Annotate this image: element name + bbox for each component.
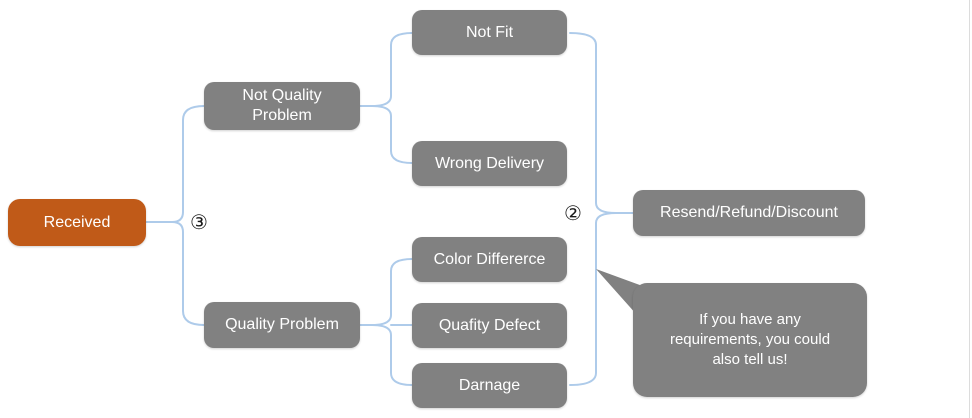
node-received: Received <box>8 199 146 246</box>
callout-label: If you have any requirements, you could … <box>669 310 831 369</box>
annotation-step-2: ② <box>561 201 585 225</box>
node-wrong-delivery-label: Wrong Delivery <box>434 154 545 172</box>
node-not-quality-problem-label: Not Quality Problem <box>242 87 322 124</box>
node-not-fit-label: Not Fit <box>465 23 514 41</box>
node-quality-problem: Quality Problem <box>204 302 360 348</box>
node-outcome-label: Resend/Refund/Discount <box>660 204 838 221</box>
node-not-fit: Not Fit <box>412 10 567 55</box>
node-damage: Darnage <box>412 363 567 408</box>
brace-received-children <box>171 105 205 326</box>
node-not-quality-problem: Not Quality Problem <box>204 82 360 130</box>
node-quality-defect-label: Quafity Defect <box>438 316 541 334</box>
node-wrong-delivery: Wrong Delivery <box>412 141 567 186</box>
node-color-difference-label: Color Differerce <box>433 250 546 268</box>
annotation-step-3: ③ <box>187 210 211 234</box>
node-received-label: Received <box>43 213 111 231</box>
node-quality-defect: Quafity Defect <box>412 303 567 348</box>
node-quality-problem-label: Quality Problem <box>225 316 339 333</box>
page-edge-line <box>969 0 970 418</box>
brace-quality-children <box>371 258 413 386</box>
annotation-step-3-label: ③ <box>190 210 208 234</box>
brace-not-quality-children <box>371 32 413 164</box>
node-damage-label: Darnage <box>458 376 521 394</box>
annotation-step-2-label: ② <box>564 201 582 225</box>
callout-bubble: If you have any requirements, you could … <box>633 283 867 397</box>
node-outcome: Resend/Refund/Discount <box>633 190 865 236</box>
node-color-difference: Color Differerce <box>412 237 567 282</box>
